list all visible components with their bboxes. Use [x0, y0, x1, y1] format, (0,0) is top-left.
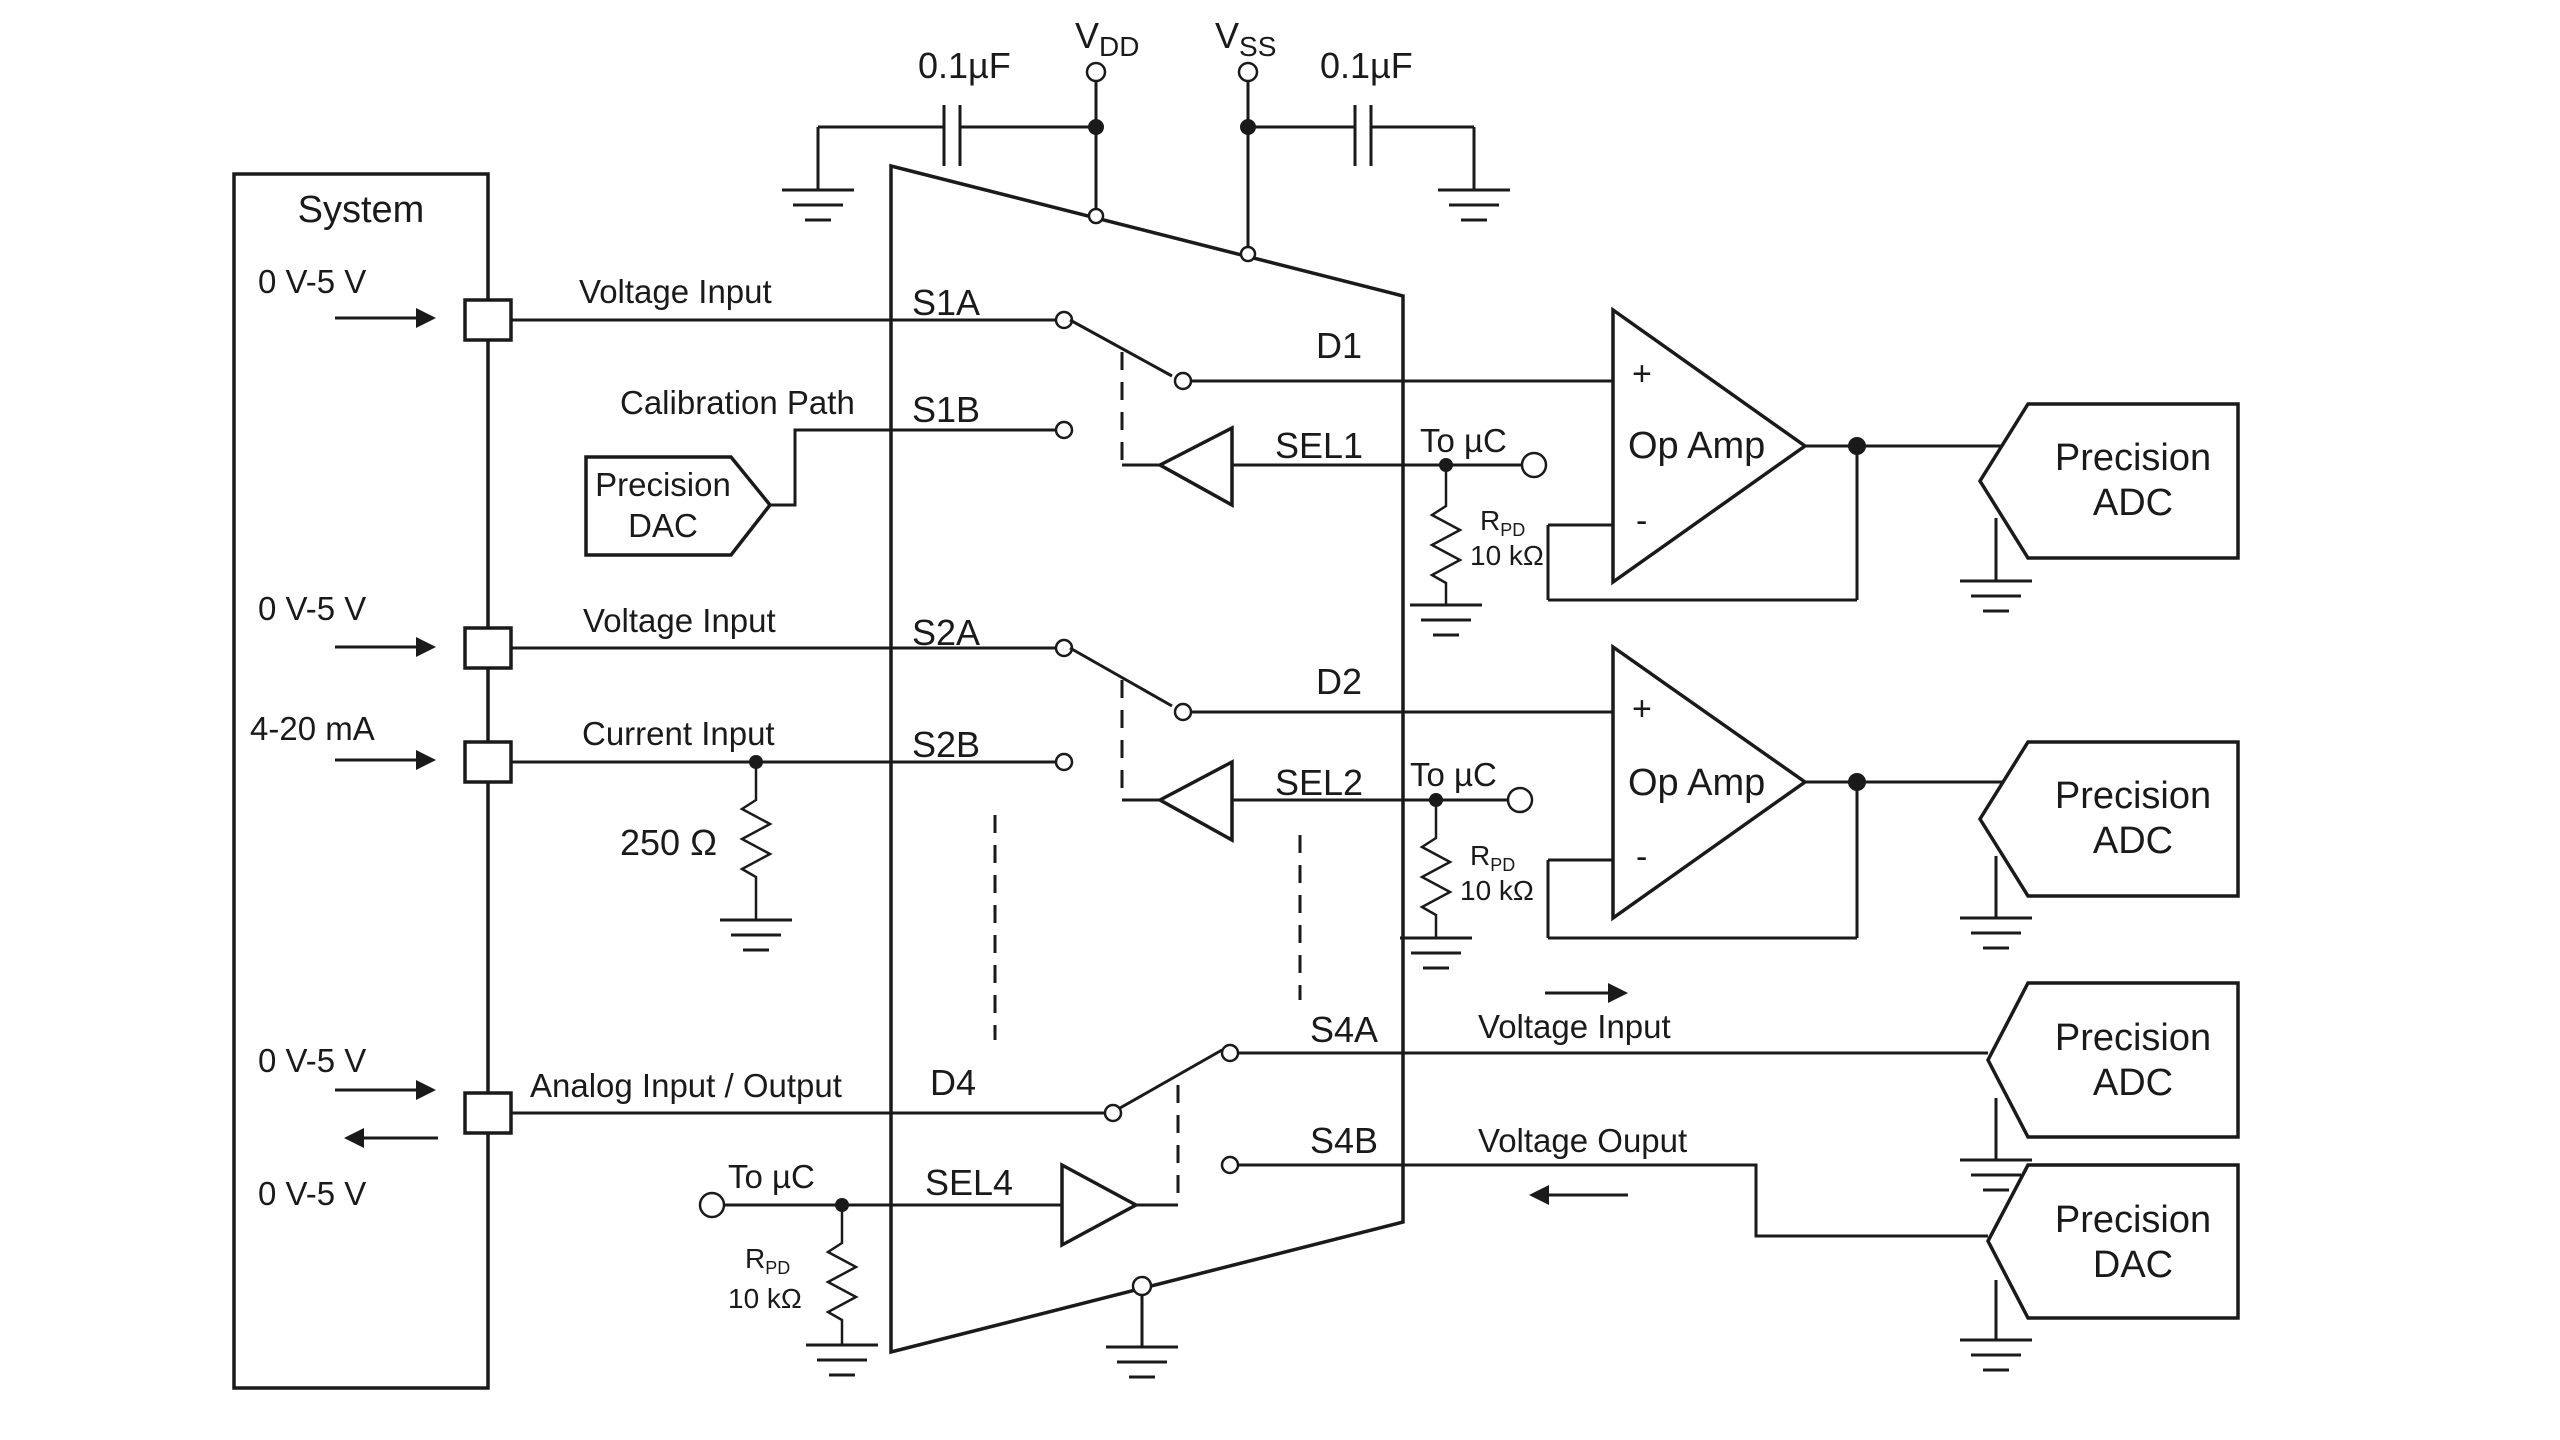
voltage-output-label: Voltage Ouput	[1478, 1122, 1687, 1159]
to-uc-3-label: To µC	[728, 1158, 815, 1195]
d4-label: D4	[930, 1062, 976, 1103]
to-uc-1-label: To µC	[1420, 422, 1507, 459]
to-uc-2-label: To µC	[1410, 756, 1497, 793]
input-range-3: 4-20 mA	[250, 710, 375, 747]
opamp-2-plus: +	[1632, 690, 1652, 728]
precision-adc-1	[1960, 402, 2240, 613]
opamp-1-minus: -	[1636, 502, 1647, 540]
rpd-1-value: 10 kΩ	[1470, 540, 1544, 571]
s2a-label: S2A	[912, 612, 980, 653]
precision-adc-2-line1: Precision	[2055, 775, 2211, 817]
channel-4-wiring	[511, 1043, 1988, 1379]
system-block	[232, 172, 490, 1390]
precision-adc-2	[1960, 740, 2240, 950]
rpd-1-label: RPD	[1480, 505, 1525, 540]
channel-1-wiring	[511, 310, 1613, 637]
precision-dac-right	[1960, 1163, 2240, 1372]
voltage-input-2-label: Voltage Input	[583, 602, 776, 639]
system-terminals	[463, 298, 513, 1135]
resistor-250-label: 250 Ω	[620, 822, 717, 863]
capacitor-label-left: 0.1µF	[918, 45, 1011, 86]
sel1-label: SEL1	[1275, 425, 1363, 466]
input-arrows	[335, 308, 438, 1148]
capacitor-label-right: 0.1µF	[1320, 45, 1413, 86]
sel2-label: SEL2	[1275, 762, 1363, 803]
opamp-1	[1546, 306, 2028, 602]
vdd-label: VDD	[1075, 15, 1139, 62]
d1-label: D1	[1316, 325, 1362, 366]
opamp-2-label: Op Amp	[1628, 762, 1765, 804]
precision-dac-left-line1: Precision	[595, 466, 731, 503]
d2-label: D2	[1316, 661, 1362, 702]
input-range-5: 0 V-5 V	[258, 1175, 366, 1212]
s2b-label: S2B	[912, 724, 980, 765]
opamp-1-plus: +	[1632, 355, 1652, 393]
precision-dac-left	[584, 455, 773, 557]
channel-2-wiring	[511, 638, 1613, 970]
precision-adc-1-line2: ADC	[2093, 482, 2173, 524]
calibration-path-label: Calibration Path	[620, 384, 855, 421]
opamp-1-label: Op Amp	[1628, 425, 1765, 467]
precision-dac-right-line2: DAC	[2093, 1244, 2173, 1286]
rpd-3-value: 10 kΩ	[728, 1283, 802, 1314]
supply-rails	[782, 61, 1510, 263]
precision-adc-1-line1: Precision	[2055, 437, 2211, 479]
rpd-3-label: RPD	[745, 1243, 790, 1278]
input-range-1: 0 V-5 V	[258, 263, 366, 300]
input-range-4: 0 V-5 V	[258, 1042, 366, 1079]
rpd-2-value: 10 kΩ	[1460, 875, 1534, 906]
s4b-label: S4B	[1310, 1120, 1378, 1161]
s1a-label: S1A	[912, 282, 980, 323]
vss-label: VSS	[1215, 15, 1276, 62]
voltage-input-1-label: Voltage Input	[579, 273, 772, 310]
analog-io-label: Analog Input / Output	[530, 1067, 842, 1104]
s1b-label: S1B	[912, 389, 980, 430]
precision-adc-2-line2: ADC	[2093, 820, 2173, 862]
voltage-input-out-label: Voltage Input	[1478, 1008, 1671, 1045]
current-input-label: Current Input	[582, 715, 775, 752]
sel4-label: SEL4	[925, 1162, 1013, 1203]
opamp-2-minus: -	[1636, 838, 1647, 876]
input-range-2: 0 V-5 V	[258, 590, 366, 627]
precision-adc-3-line1: Precision	[2055, 1017, 2211, 1059]
precision-adc-3	[1960, 981, 2240, 1192]
calibration-wire	[770, 428, 891, 507]
output-arrows	[1529, 983, 1628, 1205]
precision-dac-left-line2: DAC	[628, 507, 698, 544]
rpd-2-label: RPD	[1470, 840, 1515, 875]
opamp-2	[1546, 643, 2028, 940]
system-title: System	[298, 189, 425, 231]
s4a-label: S4A	[1310, 1009, 1378, 1050]
precision-adc-3-line2: ADC	[2093, 1062, 2173, 1104]
multiplexer-body	[889, 163, 1405, 1355]
precision-dac-right-line1: Precision	[2055, 1199, 2211, 1241]
